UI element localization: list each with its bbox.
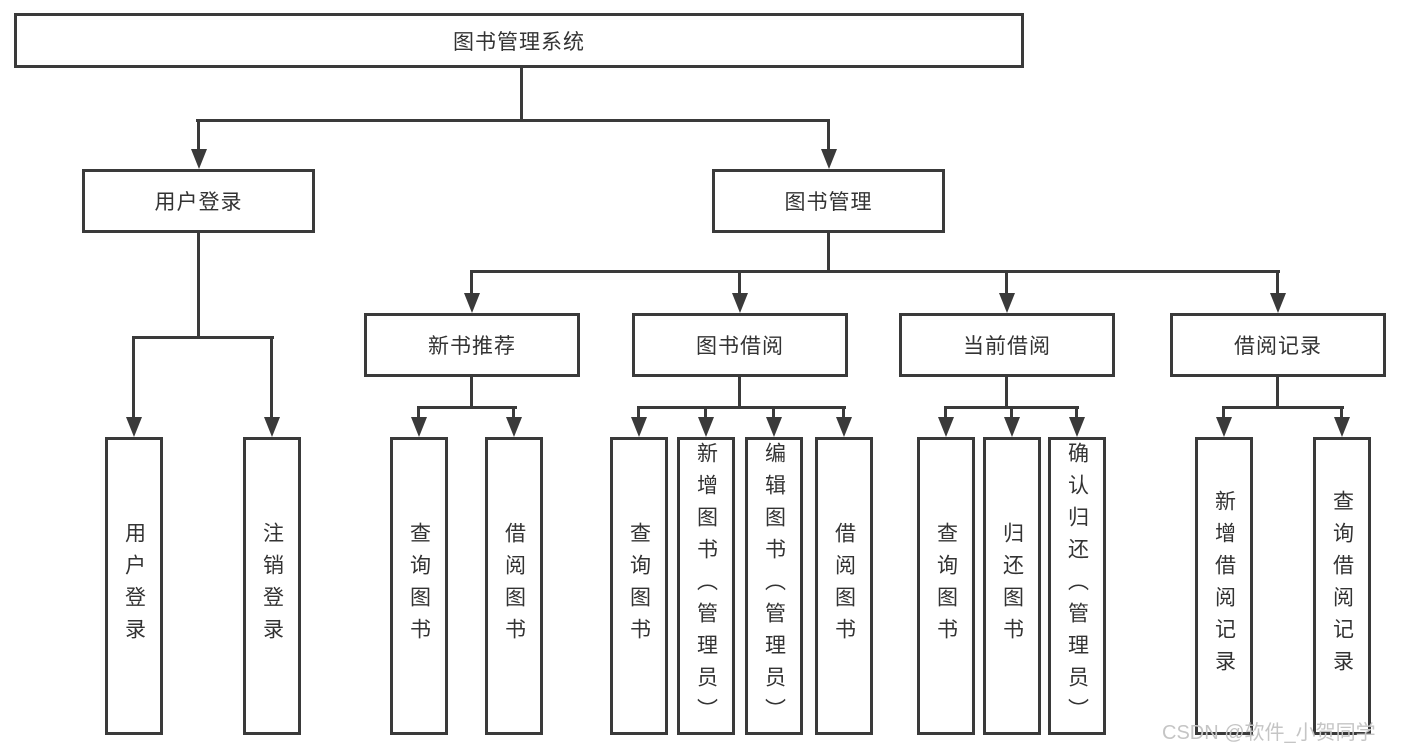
arrow-down-icon	[821, 149, 837, 169]
arrow-down-icon	[938, 417, 954, 437]
connector-line	[417, 406, 420, 418]
connector-line	[470, 270, 473, 294]
node-label: 查询图书	[934, 522, 958, 650]
connector-line	[132, 336, 274, 339]
node-new-book-recommend: 新书推荐	[364, 313, 580, 377]
node-label: 新增借阅记录	[1212, 490, 1236, 682]
connector-line	[637, 406, 640, 418]
connector-line	[827, 119, 830, 151]
arrow-down-icon	[999, 293, 1015, 313]
connector-line	[1340, 406, 1343, 418]
arrow-down-icon	[732, 293, 748, 313]
node-label: 编辑图书（管理员）	[762, 442, 786, 730]
leaf-return-book: 归还图书	[983, 437, 1041, 735]
arrow-down-icon	[1004, 417, 1020, 437]
arrow-down-icon	[126, 417, 142, 437]
connector-line	[1222, 406, 1344, 409]
connector-line	[1005, 270, 1008, 294]
leaf-confirm-return-admin: 确认归还（管理员）	[1048, 437, 1106, 735]
connector-line	[704, 406, 707, 418]
connector-line	[270, 336, 273, 418]
node-label: 用户登录	[154, 191, 243, 214]
connector-line	[738, 377, 741, 409]
leaf-edit-book-admin: 编辑图书（管理员）	[745, 437, 803, 735]
arrow-down-icon	[1270, 293, 1286, 313]
node-label: 新增图书（管理员）	[694, 442, 718, 730]
connector-line	[1276, 377, 1279, 409]
connector-line	[842, 406, 845, 418]
leaf-logout-login: 注销登录	[243, 437, 301, 735]
arrow-down-icon	[836, 417, 852, 437]
node-label: 图书借阅	[696, 335, 784, 358]
arrow-down-icon	[506, 417, 522, 437]
arrow-down-icon	[464, 293, 480, 313]
node-label: 用户登录	[122, 522, 146, 650]
arrow-down-icon	[191, 149, 207, 169]
connector-line	[1276, 270, 1279, 294]
leaf-add-borrow-record: 新增借阅记录	[1195, 437, 1253, 735]
connector-line	[196, 119, 830, 122]
csdn-watermark: CSDN @软件_小贺同学	[1162, 722, 1376, 744]
arrow-down-icon	[264, 417, 280, 437]
node-label: 归还图书	[1000, 522, 1024, 650]
connector-line	[470, 270, 1280, 273]
leaf-borrow-books-borrowing: 借阅图书	[815, 437, 873, 735]
arrow-down-icon	[766, 417, 782, 437]
leaf-query-books-borrowing: 查询图书	[610, 437, 668, 735]
node-label: 新书推荐	[428, 335, 516, 358]
node-label: 确认归还（管理员）	[1065, 442, 1089, 730]
connector-line	[512, 406, 515, 418]
leaf-add-book-admin: 新增图书（管理员）	[677, 437, 735, 735]
node-label: 借阅记录	[1234, 335, 1322, 358]
arrow-down-icon	[698, 417, 714, 437]
leaf-query-borrow-record: 查询借阅记录	[1313, 437, 1371, 735]
node-label: 查询借阅记录	[1330, 490, 1354, 682]
node-label: 当前借阅	[963, 335, 1051, 358]
connector-line	[944, 406, 947, 418]
node-label: 图书管理系统	[453, 30, 585, 54]
connector-line	[417, 406, 517, 409]
connector-line	[132, 336, 135, 418]
connector-line	[827, 233, 830, 273]
node-book-borrowing: 图书借阅	[632, 313, 848, 377]
arrow-down-icon	[631, 417, 647, 437]
node-label: 借阅图书	[832, 522, 856, 650]
arrow-down-icon	[1216, 417, 1232, 437]
leaf-query-books-current: 查询图书	[917, 437, 975, 735]
connector-line	[772, 406, 775, 418]
arrow-down-icon	[1334, 417, 1350, 437]
connector-line	[1010, 406, 1013, 418]
node-label: 图书管理	[784, 191, 873, 214]
node-label: 借阅图书	[502, 522, 526, 650]
leaf-query-books-recommend: 查询图书	[390, 437, 448, 735]
connector-line	[197, 119, 200, 151]
node-borrowing-records: 借阅记录	[1170, 313, 1386, 377]
connector-line	[1075, 406, 1078, 418]
connector-line	[197, 233, 200, 337]
connector-line	[738, 270, 741, 294]
node-label: 注销登录	[260, 522, 284, 650]
connector-line	[637, 406, 846, 409]
node-label: 查询图书	[627, 522, 651, 650]
arrow-down-icon	[1069, 417, 1085, 437]
connector-line	[1005, 377, 1008, 409]
node-current-borrowing: 当前借阅	[899, 313, 1115, 377]
node-book-management: 图书管理	[712, 169, 945, 233]
arrow-down-icon	[411, 417, 427, 437]
leaf-user-login: 用户登录	[105, 437, 163, 735]
connector-line	[470, 377, 473, 409]
node-label: 查询图书	[407, 522, 431, 650]
node-library-system: 图书管理系统	[14, 13, 1024, 68]
node-user-login: 用户登录	[82, 169, 315, 233]
leaf-borrow-books-recommend: 借阅图书	[485, 437, 543, 735]
connector-line	[520, 66, 523, 119]
connector-line	[1222, 406, 1225, 418]
